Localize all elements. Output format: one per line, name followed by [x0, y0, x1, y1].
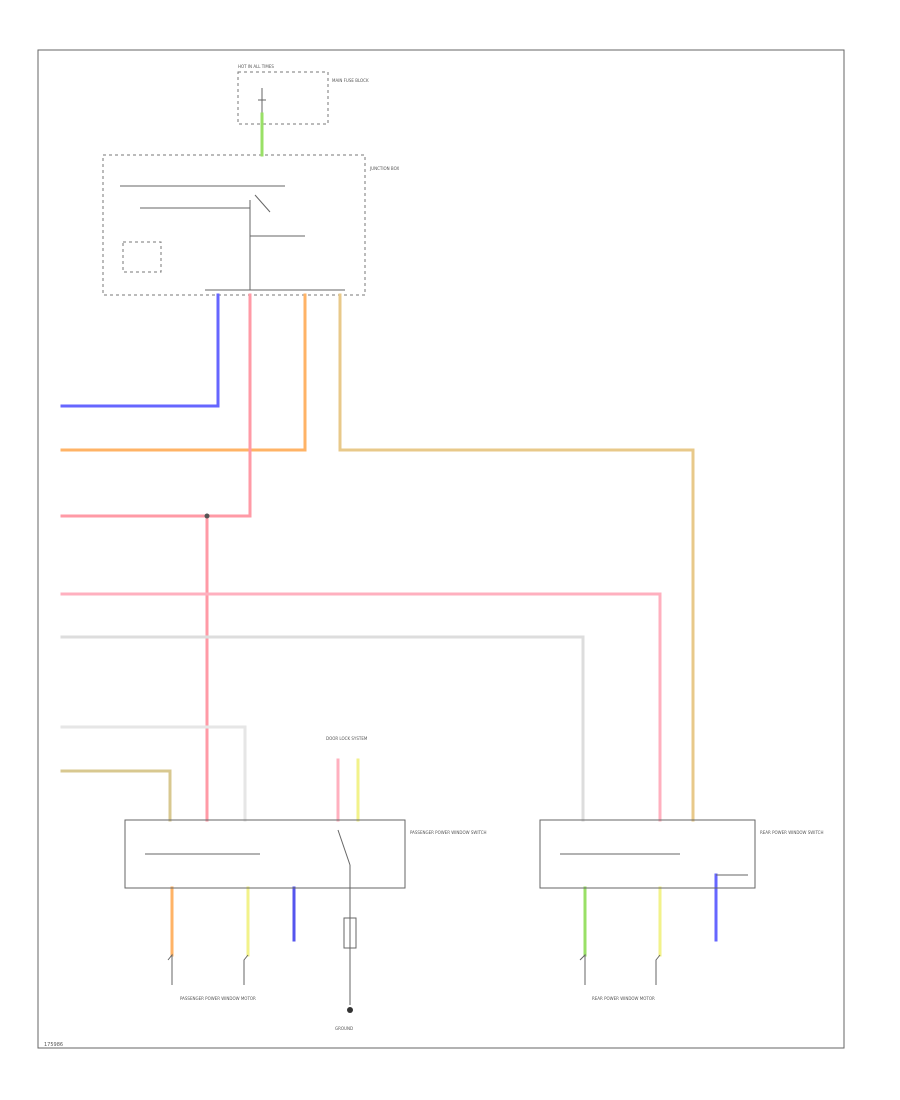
- rear-motor: REAR POWER WINDOW MOTOR: [579, 953, 661, 1001]
- fuse-block-box: [237, 71, 329, 125]
- rear-motor-label: REAR POWER WINDOW MOTOR: [592, 996, 655, 1001]
- rear-window-switch: REAR POWER WINDOW SWITCH: [539, 819, 823, 889]
- wire-gray: [60, 635, 585, 822]
- wire-pink-jb: [60, 293, 252, 518]
- ground-circuit: GROUND: [335, 888, 357, 1031]
- wire-orange: [60, 293, 307, 452]
- junction-box-desc: JUNCTION BOX: [369, 166, 399, 171]
- passenger-switch-box: [124, 819, 406, 889]
- wires: [60, 112, 718, 957]
- junction-box: JUNCTION BOX: [102, 154, 399, 296]
- wire-blue: [60, 293, 220, 408]
- passenger-motor: PASSENGER POWER WINDOW MOTOR: [167, 953, 256, 1001]
- rear-switch-label: REAR POWER WINDOW SWITCH: [760, 830, 823, 835]
- fuse-block-header: HOT IN ALL TIMES: [238, 64, 274, 69]
- passenger-motor-bracket: [167, 953, 249, 985]
- fuse-block-desc: MAIN FUSE BLOCK: [332, 78, 369, 83]
- wire-light-pink: [60, 592, 662, 822]
- diagram-frame: [37, 49, 845, 1049]
- ground-resistor: [343, 917, 357, 949]
- passenger-motor-label: PASSENGER POWER WINDOW MOTOR: [180, 996, 256, 1001]
- passenger-switch-contact: [337, 829, 351, 866]
- wire-gray-short: [60, 725, 247, 822]
- diagram-footer-id: 175986: [44, 1042, 63, 1048]
- door-lock-label: DOOR LOCK SYSTEM: [326, 736, 368, 741]
- passenger-switch-label: PASSENGER POWER WINDOW SWITCH: [410, 830, 487, 835]
- ground-label: GROUND: [335, 1026, 353, 1031]
- passenger-window-switch: PASSENGER POWER WINDOW SWITCH: [124, 819, 487, 889]
- rear-switch-box: [539, 819, 756, 889]
- rear-motor-bracket: [579, 953, 661, 985]
- jb-inner-module: [122, 241, 162, 273]
- junction-box-outline: [102, 154, 366, 296]
- jb-relay-switch: [254, 194, 271, 213]
- splice-point: [204, 513, 210, 519]
- fuse-block: HOT IN ALL TIMES MAIN FUSE BLOCK: [237, 64, 369, 125]
- ground-point: [347, 1007, 353, 1013]
- wire-olive: [60, 769, 172, 822]
- wire-tan-long: [338, 293, 695, 822]
